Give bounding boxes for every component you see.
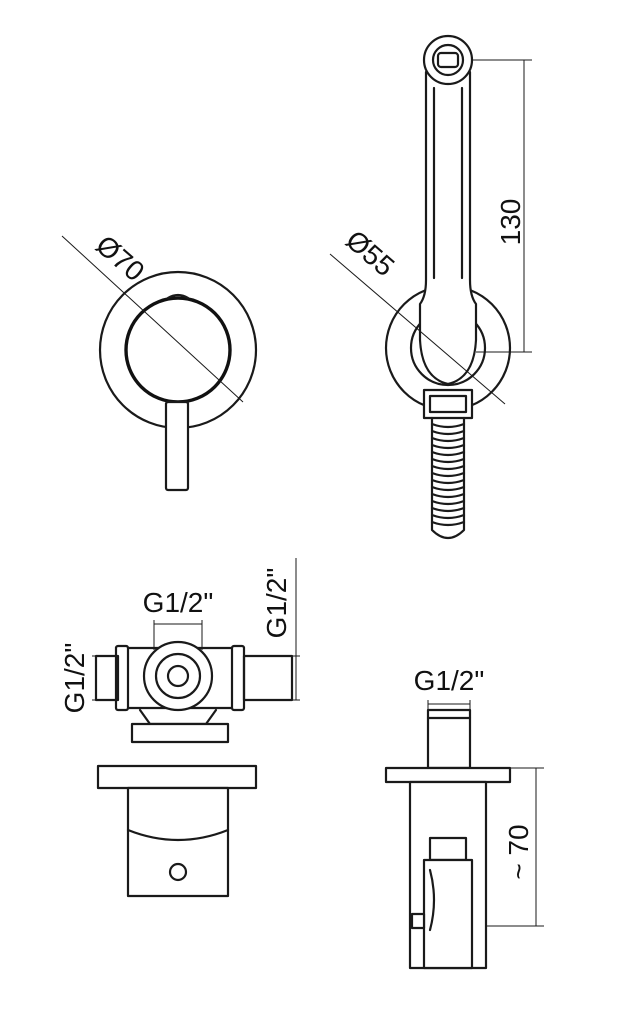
left-outlet-label: G1/2" <box>59 643 90 714</box>
hand-shower-front-view: Ø55 130 <box>329 34 532 540</box>
hose-coil <box>430 499 466 506</box>
hose-coil <box>430 422 466 429</box>
valve-top-outlet-inner <box>166 664 190 688</box>
shower-head-mid <box>431 43 465 77</box>
valve-cartridge-screw <box>168 862 188 882</box>
valve-right-outlet-nut <box>230 644 246 712</box>
hose-coil <box>430 443 466 450</box>
valve-body-view: G1/2" G1/2" G1/2" <box>59 558 300 898</box>
hose-coil <box>430 506 466 513</box>
hose-coils <box>430 422 466 527</box>
hose-coil <box>430 436 466 443</box>
valve-diameter-leader <box>61 235 244 403</box>
shower-head-outer <box>422 34 474 86</box>
hose-coil <box>430 464 466 471</box>
hose-connector <box>422 388 474 420</box>
valve-left-pipe <box>94 654 120 702</box>
holder-cradle-curve <box>428 868 436 932</box>
hose-coil <box>430 450 466 457</box>
hose-coil <box>430 471 466 478</box>
valve-right-pipe <box>242 654 294 702</box>
valve-cartridge <box>126 786 230 898</box>
valve-body-collar <box>130 722 230 744</box>
holder-diameter-label: Ø55 <box>340 224 400 282</box>
shower-handle-detail <box>432 86 464 280</box>
valve-front-view: Ø70 <box>61 229 258 492</box>
valve-lever <box>164 400 190 492</box>
shower-length-label: 130 <box>495 199 526 246</box>
valve-top-outlet-mid <box>154 652 202 700</box>
valve-diameter-label: Ø70 <box>90 229 150 287</box>
valve-wall-plate <box>96 764 258 790</box>
holder-tab <box>410 912 426 930</box>
holder-side-view: G1/2" ~ 70 <box>384 665 544 970</box>
valve-top-outlet-outer <box>142 640 214 712</box>
holder-wall-plate <box>384 766 512 784</box>
hose-coil <box>430 457 466 464</box>
holder-clip <box>428 836 468 862</box>
hose-coil <box>430 520 466 527</box>
hose-coil <box>430 492 466 499</box>
valve-cartridge-curve <box>126 828 230 842</box>
holder-thread-label: G1/2" <box>414 665 485 696</box>
top-outlet-label: G1/2" <box>143 587 214 618</box>
hose-outline <box>430 416 466 540</box>
valve-knob-top-notch <box>166 293 190 300</box>
shower-handle-body <box>418 70 478 386</box>
hose-connector-inner <box>428 394 468 414</box>
hose-coil <box>430 485 466 492</box>
shower-head-center <box>436 51 460 69</box>
hose-coil <box>430 478 466 485</box>
holder-diameter-leader <box>329 253 506 405</box>
hose-coil <box>430 429 466 436</box>
hose-coil <box>430 513 466 520</box>
right-outlet-label: G1/2" <box>261 568 292 639</box>
valve-knob-circle <box>124 296 232 404</box>
valve-body-skirt <box>138 708 218 726</box>
holder-depth-label: ~ 70 <box>503 824 534 879</box>
